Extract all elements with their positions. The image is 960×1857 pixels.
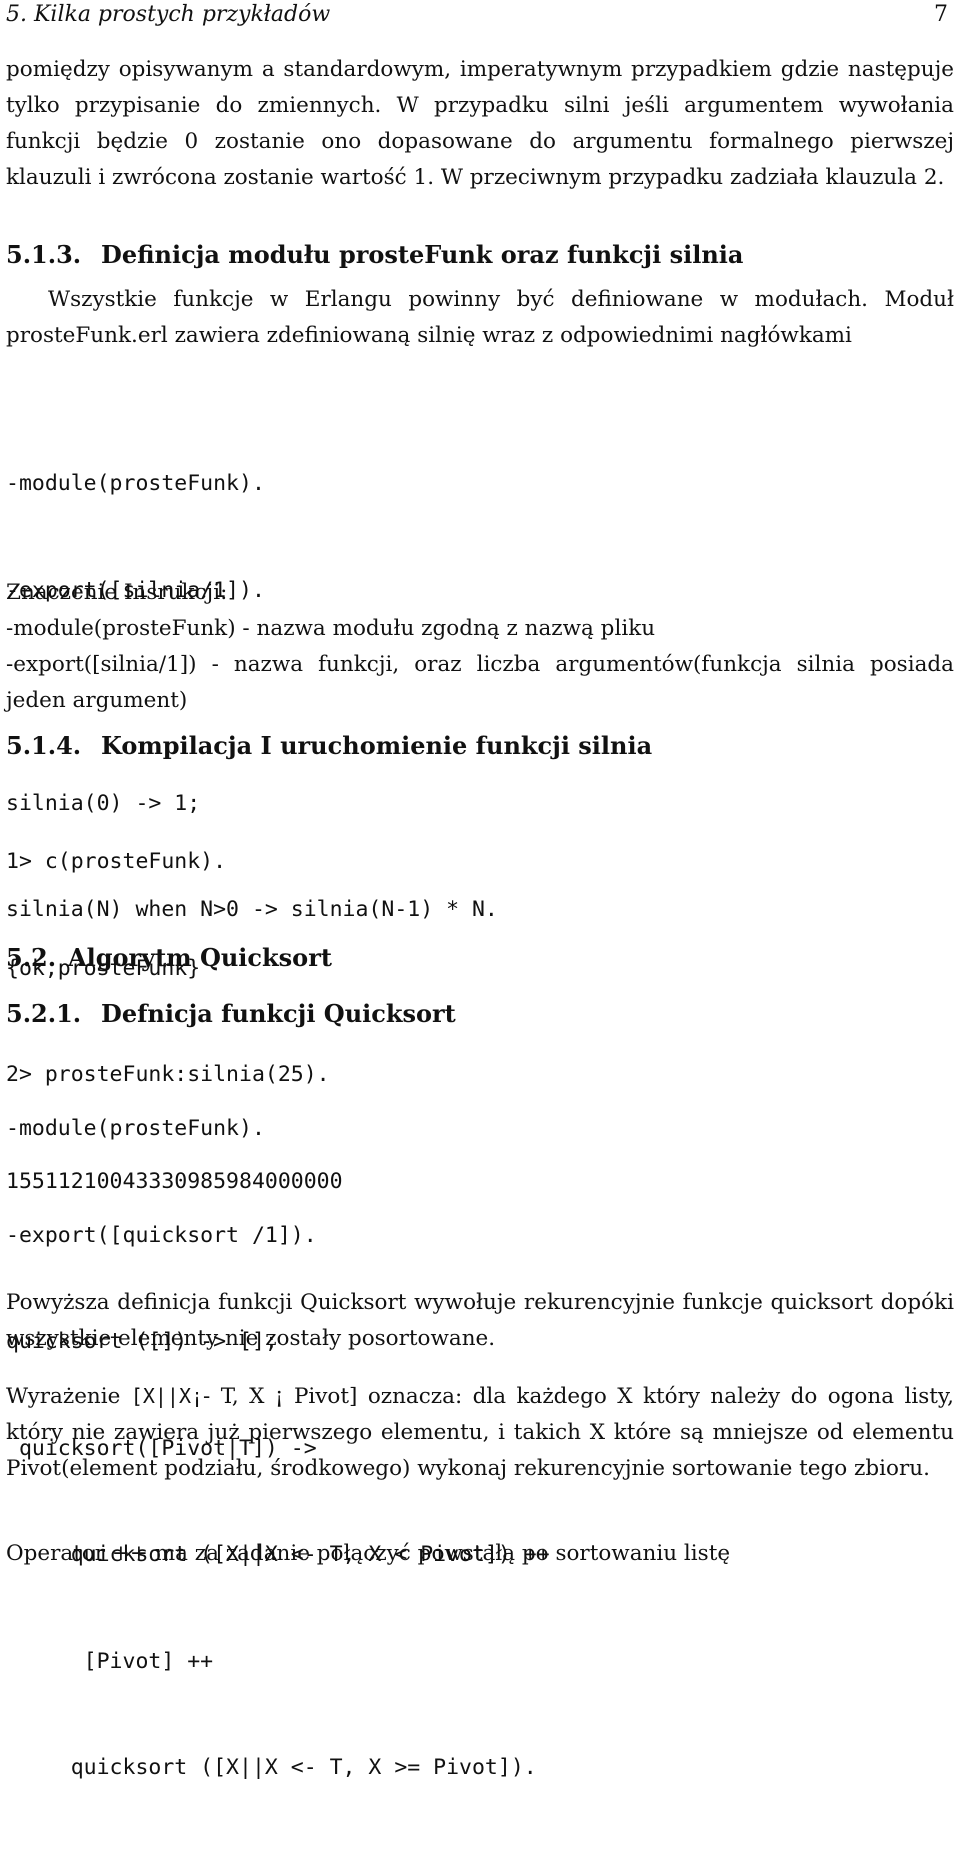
code-line: quicksort([Pivot|T]) ->	[6, 1435, 317, 1461]
expression-lead: Wyrażenie	[6, 1384, 131, 1409]
expression-code: [X||X¡	[130, 1384, 204, 1408]
section-number: 5.2.	[6, 943, 57, 972]
running-header: 5. Kilka prostych przykładów 7	[6, 0, 954, 34]
explain-export: -export([silnia/1]) - nazwa funkcji, ora…	[6, 652, 954, 713]
code-line: 2> prosteFunk:silnia(25).	[6, 1062, 330, 1087]
section-number: 5.1.4.	[6, 731, 82, 760]
code-line: -export([silnia/1]).	[6, 577, 265, 603]
section-number: 5.2.1.	[6, 999, 82, 1028]
page-number: 7	[934, 2, 948, 27]
section-heading-5-2-1: 5.2.1. Defnicja funkcji Quicksort	[6, 996, 954, 1032]
section-heading-5-1-3: 5.1.3. Definicja modułu prosteFunk oraz f…	[6, 237, 954, 273]
expression-text: - T, X ¡ Pivot] oznacza: dla każdego X k…	[6, 1384, 954, 1481]
section-number: 5.1.3.	[6, 240, 82, 269]
code-block-shell: 1> c(prosteFunk). {ok,prosteFunk} 2> pro…	[6, 773, 343, 1270]
section-heading-5-1-4: 5.1.4. Kompilacja I uruchomienie funkcji …	[6, 728, 954, 764]
code-line: quicksort ([X||X <- T, X < Pivot]) ++	[6, 1542, 550, 1567]
code-line: silnia(N) when N>0 -> silnia(N-1) * N.	[6, 897, 498, 922]
section-title: Definicja modułu prosteFunk oraz funkcji…	[101, 240, 744, 269]
code-line: [Pivot] ++	[6, 1648, 214, 1674]
code-line: 15511210043330985984000000	[6, 1168, 343, 1194]
section-title: Algorytm Quicksort	[68, 943, 332, 972]
paragraph-operator: Operator ++ ma za zadanie połączyć powst…	[6, 1541, 731, 1566]
instruction-meaning: Znaczenie Insrukcji: -module(prosteFunk)…	[6, 575, 954, 719]
code-line: -module(prosteFunk).	[6, 471, 265, 496]
paragraph-modules: Wszystkie funkcje w Erlangu powinny być …	[6, 287, 954, 348]
code-line: quicksort ([X||X <- T, X >= Pivot]).	[6, 1755, 537, 1780]
code-block-module: -module(prosteFunk). -export([silnia/1])…	[6, 395, 498, 999]
section-title: Defnicja funkcji Quicksort	[101, 999, 456, 1028]
section-title: Kompilacja I uruchomienie funkcji silnia	[101, 731, 653, 760]
explain-heading: Znaczenie Insrukcji:	[6, 580, 228, 605]
chapter-title: 5. Kilka prostych przykładów	[6, 2, 331, 27]
explain-module: -module(prosteFunk) - nazwa modułu zgodn…	[6, 616, 656, 641]
code-line: quicksort ([]) -> [];	[6, 1329, 278, 1354]
code-line: 1> c(prosteFunk).	[6, 849, 227, 874]
code-line: -export([quicksort /1]).	[6, 1222, 317, 1248]
paragraph-expression: Wyrażenie [X||X¡- T, X ¡ Pivot] oznacza:…	[6, 1378, 954, 1487]
code-line: {ok,prosteFunk}	[6, 955, 201, 981]
paragraph-quicksort-recursion: Powyższa definicja funkcji Quicksort wyw…	[6, 1290, 954, 1351]
code-line: -module(prosteFunk).	[6, 1116, 265, 1141]
section-heading-5-2: 5.2. Algorytm Quicksort	[6, 940, 954, 976]
paragraph-silnia-matching: pomiędzy opisywanym a standardowym, impe…	[6, 57, 954, 190]
code-line: silnia(0) -> 1;	[6, 790, 201, 816]
